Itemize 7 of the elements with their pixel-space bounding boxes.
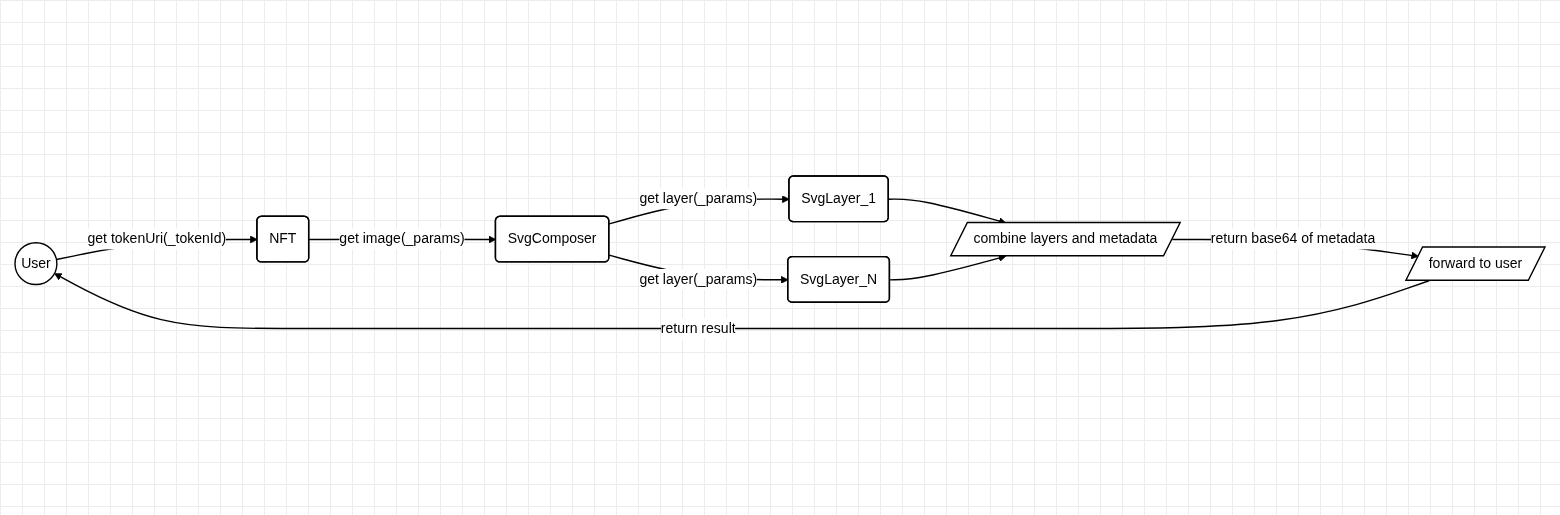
edge-label: return base64 of metadata xyxy=(1210,231,1376,247)
edge-label: get layer(_params) xyxy=(639,271,758,287)
edge-label: get layer(_params) xyxy=(639,190,758,206)
edge-label: return result xyxy=(660,320,736,336)
node-circle: User xyxy=(14,242,58,286)
edge-label: get image(_params) xyxy=(339,231,465,247)
edge-label: get tokenUri(_tokenId) xyxy=(87,231,227,247)
